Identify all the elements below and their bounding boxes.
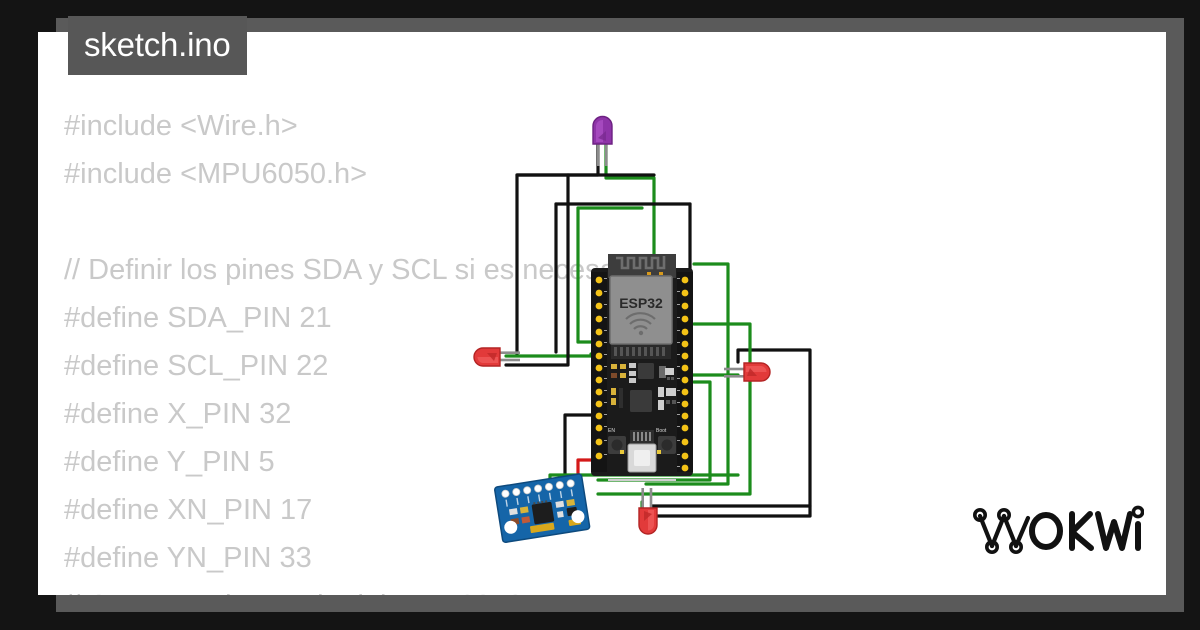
led-red-right[interactable] — [724, 362, 771, 382]
file-tab-label[interactable]: sketch.ino — [68, 16, 247, 75]
wokwi-logo — [972, 502, 1145, 565]
wire-sig-bus-1 — [644, 262, 730, 486]
esp32-right-pins — [681, 276, 689, 472]
wokwi-circuit-nodes — [973, 508, 1023, 554]
led-red-bottom[interactable] — [638, 488, 658, 535]
mpu6050-pin-holes — [501, 479, 575, 498]
esp32-button-label-boot: Boot — [656, 428, 667, 434]
esp32-components — [611, 363, 676, 412]
wokwi-dot-i — [1131, 505, 1145, 519]
mpu6050-module[interactable] — [494, 473, 591, 544]
esp32-button-label-en: EN — [608, 428, 615, 434]
led-purple-top[interactable] — [592, 115, 613, 167]
wire-gnd-led-left — [504, 173, 570, 367]
esp32-silkscreen-label: ESP32 — [619, 295, 663, 311]
wifi-icon — [625, 312, 656, 330]
wire-gnd-led-right — [648, 348, 812, 518]
esp32-board[interactable]: ESP32 — [591, 254, 693, 481]
circuit-diagram[interactable]: ESP32 — [38, 32, 1166, 595]
led-red-left[interactable] — [473, 347, 520, 367]
wokwi-logo-mark — [973, 505, 1145, 554]
project-panel: #include <Wire.h> #include <MPU6050.h> /… — [38, 32, 1166, 595]
wire-sig-bus-2 — [596, 322, 752, 496]
esp32-left-pins — [595, 276, 603, 460]
